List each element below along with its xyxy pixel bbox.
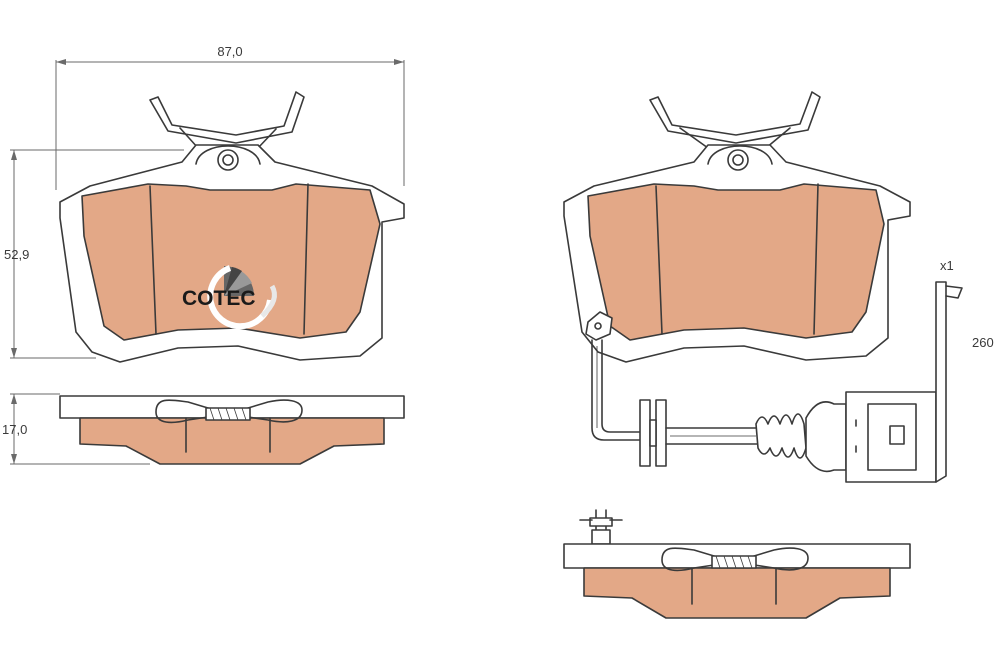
wear-sensor-boot [755,413,807,459]
right-pad-side-view [563,509,911,619]
thickness-dimension-label: 17,0 [2,422,27,437]
cotec-logo: COTEC [182,265,277,330]
height-dimension-label: 52,9 [4,247,29,262]
wear-sensor: x1 260 [585,258,994,483]
right-friction-material [587,183,885,341]
left-pad-front-view [59,91,405,363]
height-dimension: 52,9 [4,149,184,359]
thickness-dimension: 17,0 [2,393,150,465]
width-dimension-label: 87,0 [217,44,242,59]
cotec-logo-text: COTEC [182,287,256,310]
left-pad-side-view [59,395,405,465]
left-side-friction [79,417,385,465]
wear-sensor-length: 260 [972,335,994,350]
left-friction-material [81,183,381,341]
right-pad-mount-hole [727,149,749,171]
left-retaining-spring [149,91,305,144]
right-pad-front-view [563,91,911,363]
right-retaining-spring [649,91,821,144]
width-dimension: 87,0 [55,44,405,190]
wear-sensor-head [585,311,613,341]
wear-sensor-quantity: x1 [940,258,954,273]
left-pad-mount-hole [217,149,239,171]
right-side-friction [583,567,891,619]
